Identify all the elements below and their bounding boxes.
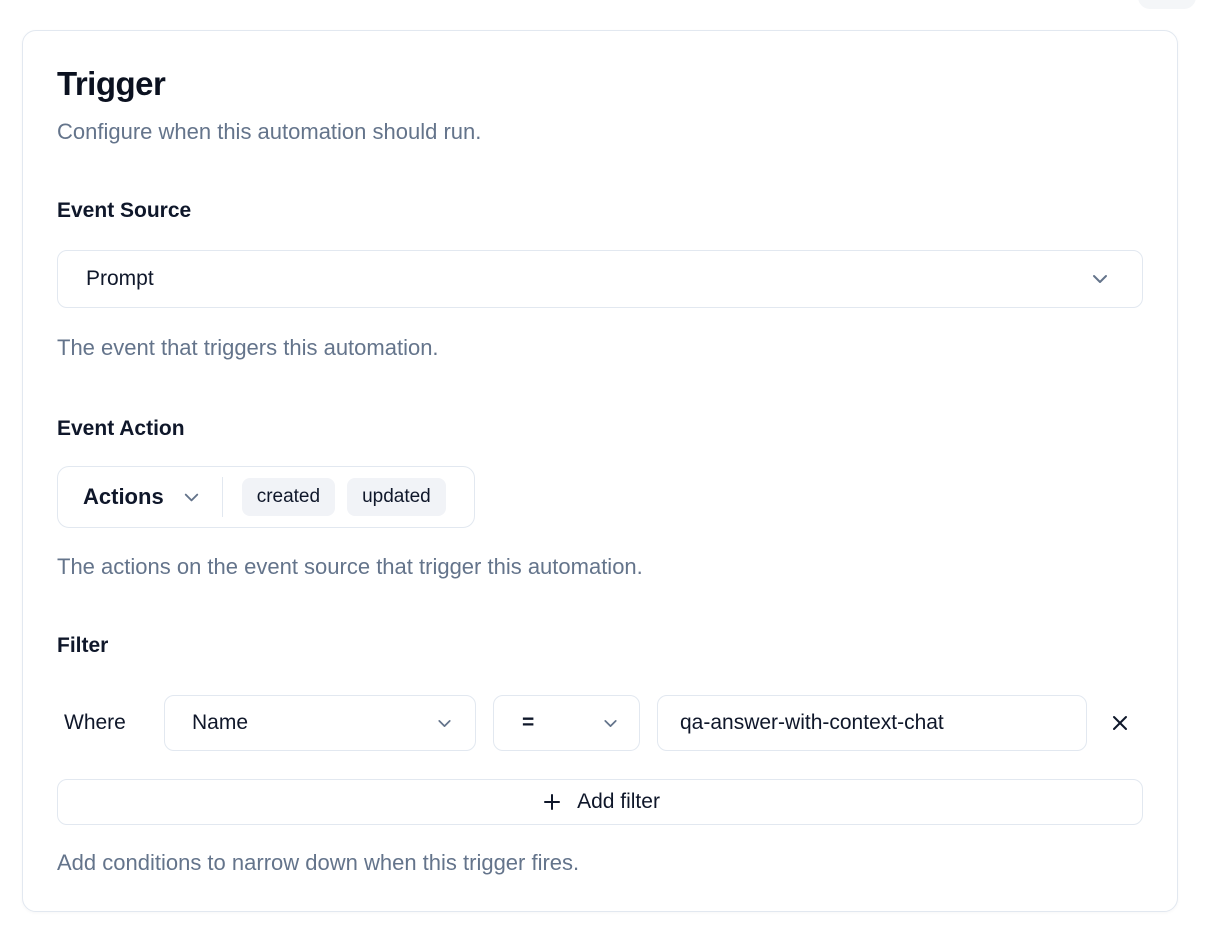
filter-value-input[interactable]: [657, 695, 1087, 751]
filter-field-select[interactable]: Name: [164, 695, 476, 751]
filter-operator-value: =: [522, 711, 535, 734]
plus-icon: [540, 790, 564, 814]
event-action-label: Event Action: [57, 417, 185, 440]
filter-help: Add conditions to narrow down when this …: [57, 850, 580, 875]
chevron-down-icon: [600, 713, 621, 734]
selected-actions: created updated: [241, 478, 446, 516]
partial-cutoff-element: [1138, 0, 1196, 9]
filter-where-label: Where: [64, 711, 126, 734]
chevron-down-icon: [180, 486, 203, 509]
chevron-down-icon: [434, 713, 455, 734]
page-title: Trigger: [57, 65, 166, 102]
divider: [221, 477, 223, 517]
close-icon: [1108, 711, 1132, 735]
actions-dropdown-label: Actions: [83, 484, 164, 509]
event-action-help: The actions on the event source that tri…: [57, 554, 643, 579]
page-subtitle: Configure when this automation should ru…: [57, 119, 482, 144]
trigger-card: Trigger Configure when this automation s…: [22, 30, 1178, 912]
filter-row: Where Name =: [57, 695, 1143, 751]
chevron-down-icon: [1088, 267, 1112, 291]
add-filter-label: Add filter: [577, 790, 660, 813]
event-source-select[interactable]: Prompt: [57, 250, 1143, 308]
event-action-box: Actions created updated: [57, 466, 475, 528]
event-source-selected-value: Prompt: [86, 267, 154, 290]
add-filter-button[interactable]: Add filter: [57, 779, 1143, 825]
filter-operator-select[interactable]: =: [493, 695, 640, 751]
actions-dropdown[interactable]: Actions: [83, 484, 203, 510]
action-chip-created[interactable]: created: [241, 478, 336, 516]
event-source-label: Event Source: [57, 199, 192, 222]
remove-filter-button[interactable]: [1097, 700, 1143, 746]
action-chip-updated[interactable]: updated: [347, 478, 446, 516]
filter-field-value: Name: [192, 711, 249, 734]
event-source-help: The event that triggers this automation.: [57, 335, 439, 360]
filter-label: Filter: [57, 634, 109, 657]
